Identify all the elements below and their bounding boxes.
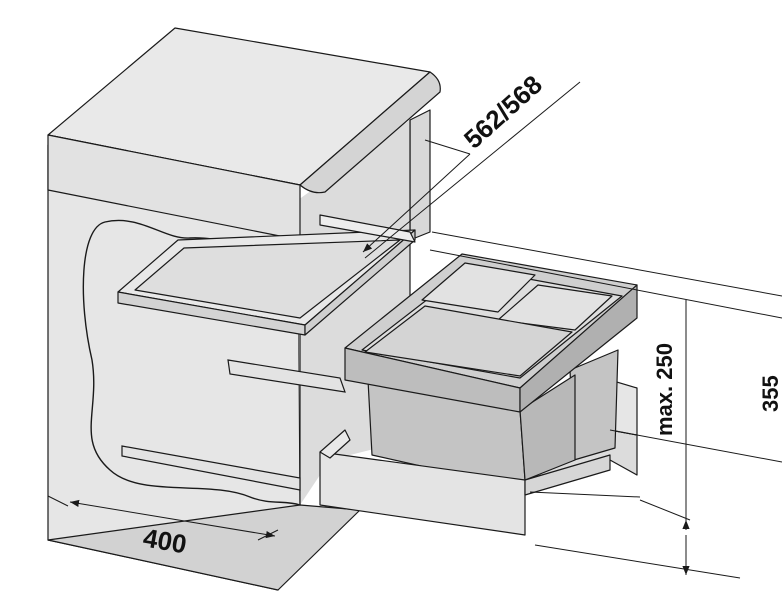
cabinet-right-panel: [409, 109, 431, 241]
dimension-lines: [47, 81, 782, 579]
width-label: 400: [141, 522, 189, 559]
countertop-edge: [47, 71, 441, 194]
bin-unit: [319, 253, 638, 536]
floor-rail: [121, 445, 301, 491]
width-dimension-line: [69, 499, 276, 539]
cutaway-edge: [82, 219, 301, 506]
depth-label: 562/568: [458, 69, 548, 154]
cabinet-height-label: 355: [758, 375, 782, 412]
depth-dimension-line: [362, 153, 471, 253]
upper-shelf: [117, 214, 416, 336]
drawer-front: [319, 451, 526, 536]
lower-rail: [227, 359, 346, 393]
bin-height-label: max. 250: [652, 343, 677, 436]
